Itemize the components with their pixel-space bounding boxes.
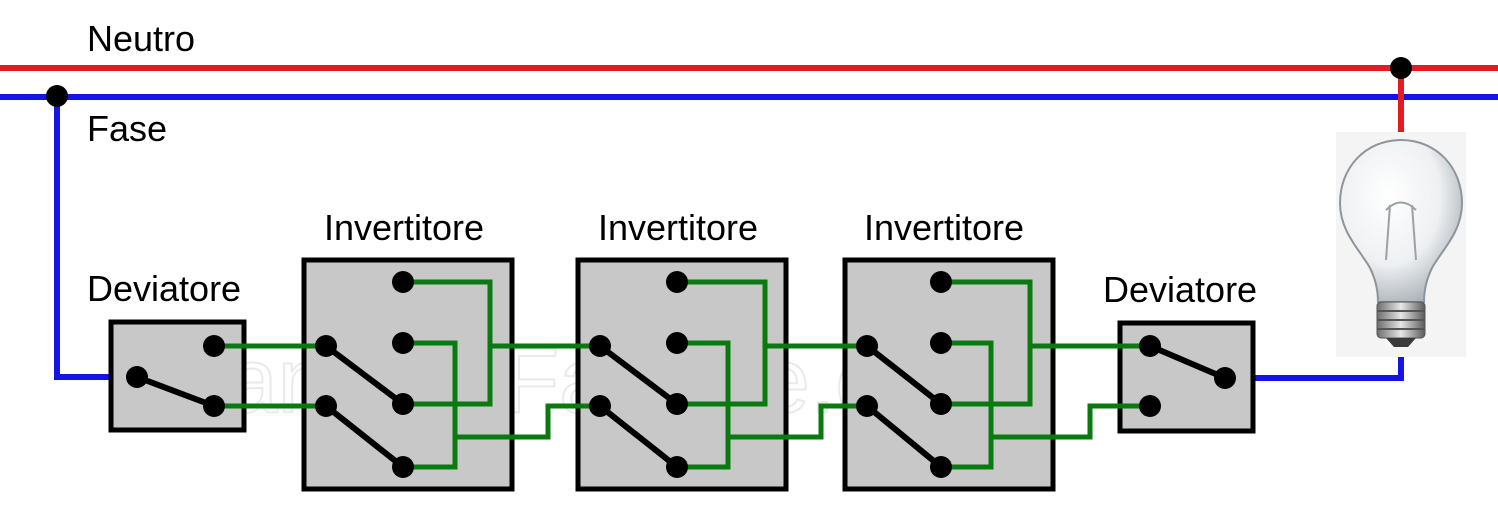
- diverter-left-label: Deviatore: [87, 268, 241, 309]
- inverter-2-cross-wire: [677, 279, 867, 349]
- terminal: [930, 456, 952, 478]
- diverter-left-lever: [134, 374, 217, 409]
- inverter-1-cross-wire: [455, 403, 600, 440]
- terminal: [1214, 367, 1236, 389]
- diverter-right-lever: [1147, 343, 1228, 381]
- phase-label: Fase: [87, 108, 167, 149]
- inverter-3-lever: [864, 403, 944, 470]
- terminal: [666, 393, 688, 415]
- terminal: [856, 395, 878, 417]
- inverter-3-label: Invertitore: [864, 207, 1024, 248]
- inverter-1-lever: [323, 403, 406, 470]
- inverter-1-cross-wire: [403, 279, 600, 349]
- inverter-1-switch: [301, 257, 515, 492]
- terminal: [666, 456, 688, 478]
- neutral-label: Neutro: [87, 18, 195, 59]
- terminal: [315, 395, 337, 417]
- terminal: [392, 393, 414, 415]
- inverter-3-cross-wire: [941, 279, 1150, 349]
- terminal: [126, 366, 148, 388]
- terminal: [203, 335, 225, 357]
- inverter-2-lever: [597, 343, 680, 407]
- inverter-3-switch: [842, 257, 1056, 492]
- inverter-2-cross-wire: [728, 403, 867, 440]
- terminal: [392, 456, 414, 478]
- terminal: [1139, 335, 1161, 357]
- terminal: [930, 332, 952, 354]
- inverter-2-switch: [575, 257, 789, 492]
- terminal: [930, 271, 952, 293]
- neutral-junction: [1390, 57, 1412, 79]
- diverter-right-label: Deviatore: [1103, 269, 1257, 310]
- inverter-2-label: Invertitore: [598, 207, 758, 248]
- light-bulb-icon: [1336, 132, 1466, 357]
- inverter-2-lever: [597, 403, 680, 470]
- inverter-1-lever: [323, 343, 406, 407]
- terminal: [392, 271, 414, 293]
- terminal: [589, 395, 611, 417]
- terminal: [392, 332, 414, 354]
- inverter-3-lever: [864, 343, 944, 407]
- phase-junction: [46, 85, 68, 107]
- terminal: [315, 335, 337, 357]
- terminal: [666, 271, 688, 293]
- terminal: [856, 335, 878, 357]
- inverter-1-cross-wire: [403, 346, 493, 407]
- inverter-2-cross-wire: [677, 346, 768, 407]
- terminal: [666, 332, 688, 354]
- inverter-3-cross-wire: [991, 403, 1150, 440]
- inverter-3-cross-wire: [941, 346, 1033, 407]
- terminal: [930, 393, 952, 415]
- terminal: [589, 335, 611, 357]
- terminal: [203, 395, 225, 417]
- inverter-1-label: Invertitore: [324, 207, 484, 248]
- terminal: [1139, 395, 1161, 417]
